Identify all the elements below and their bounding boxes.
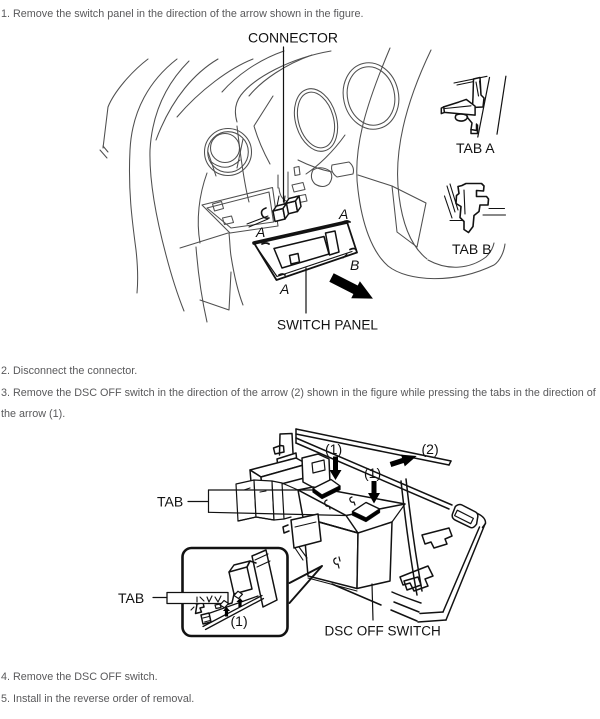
svg-text:(2): (2) <box>422 441 439 457</box>
svg-text:TAB: TAB <box>157 494 183 510</box>
svg-text:DSC OFF SWITCH: DSC OFF SWITCH <box>325 623 441 638</box>
svg-text:(1): (1) <box>364 465 381 481</box>
svg-text:SWITCH PANEL: SWITCH PANEL <box>277 318 378 333</box>
svg-text:B: B <box>350 257 359 273</box>
svg-text:(1): (1) <box>231 613 248 629</box>
svg-text:CONNECTOR: CONNECTOR <box>248 30 338 46</box>
svg-text:TAB A: TAB A <box>456 140 495 156</box>
svg-text:A: A <box>279 281 289 297</box>
svg-text:TAB B: TAB B <box>452 241 491 257</box>
svg-text:TAB: TAB <box>118 590 144 606</box>
svg-text:A: A <box>338 206 348 222</box>
svg-text:A: A <box>255 224 265 240</box>
svg-text:(1): (1) <box>325 441 342 457</box>
